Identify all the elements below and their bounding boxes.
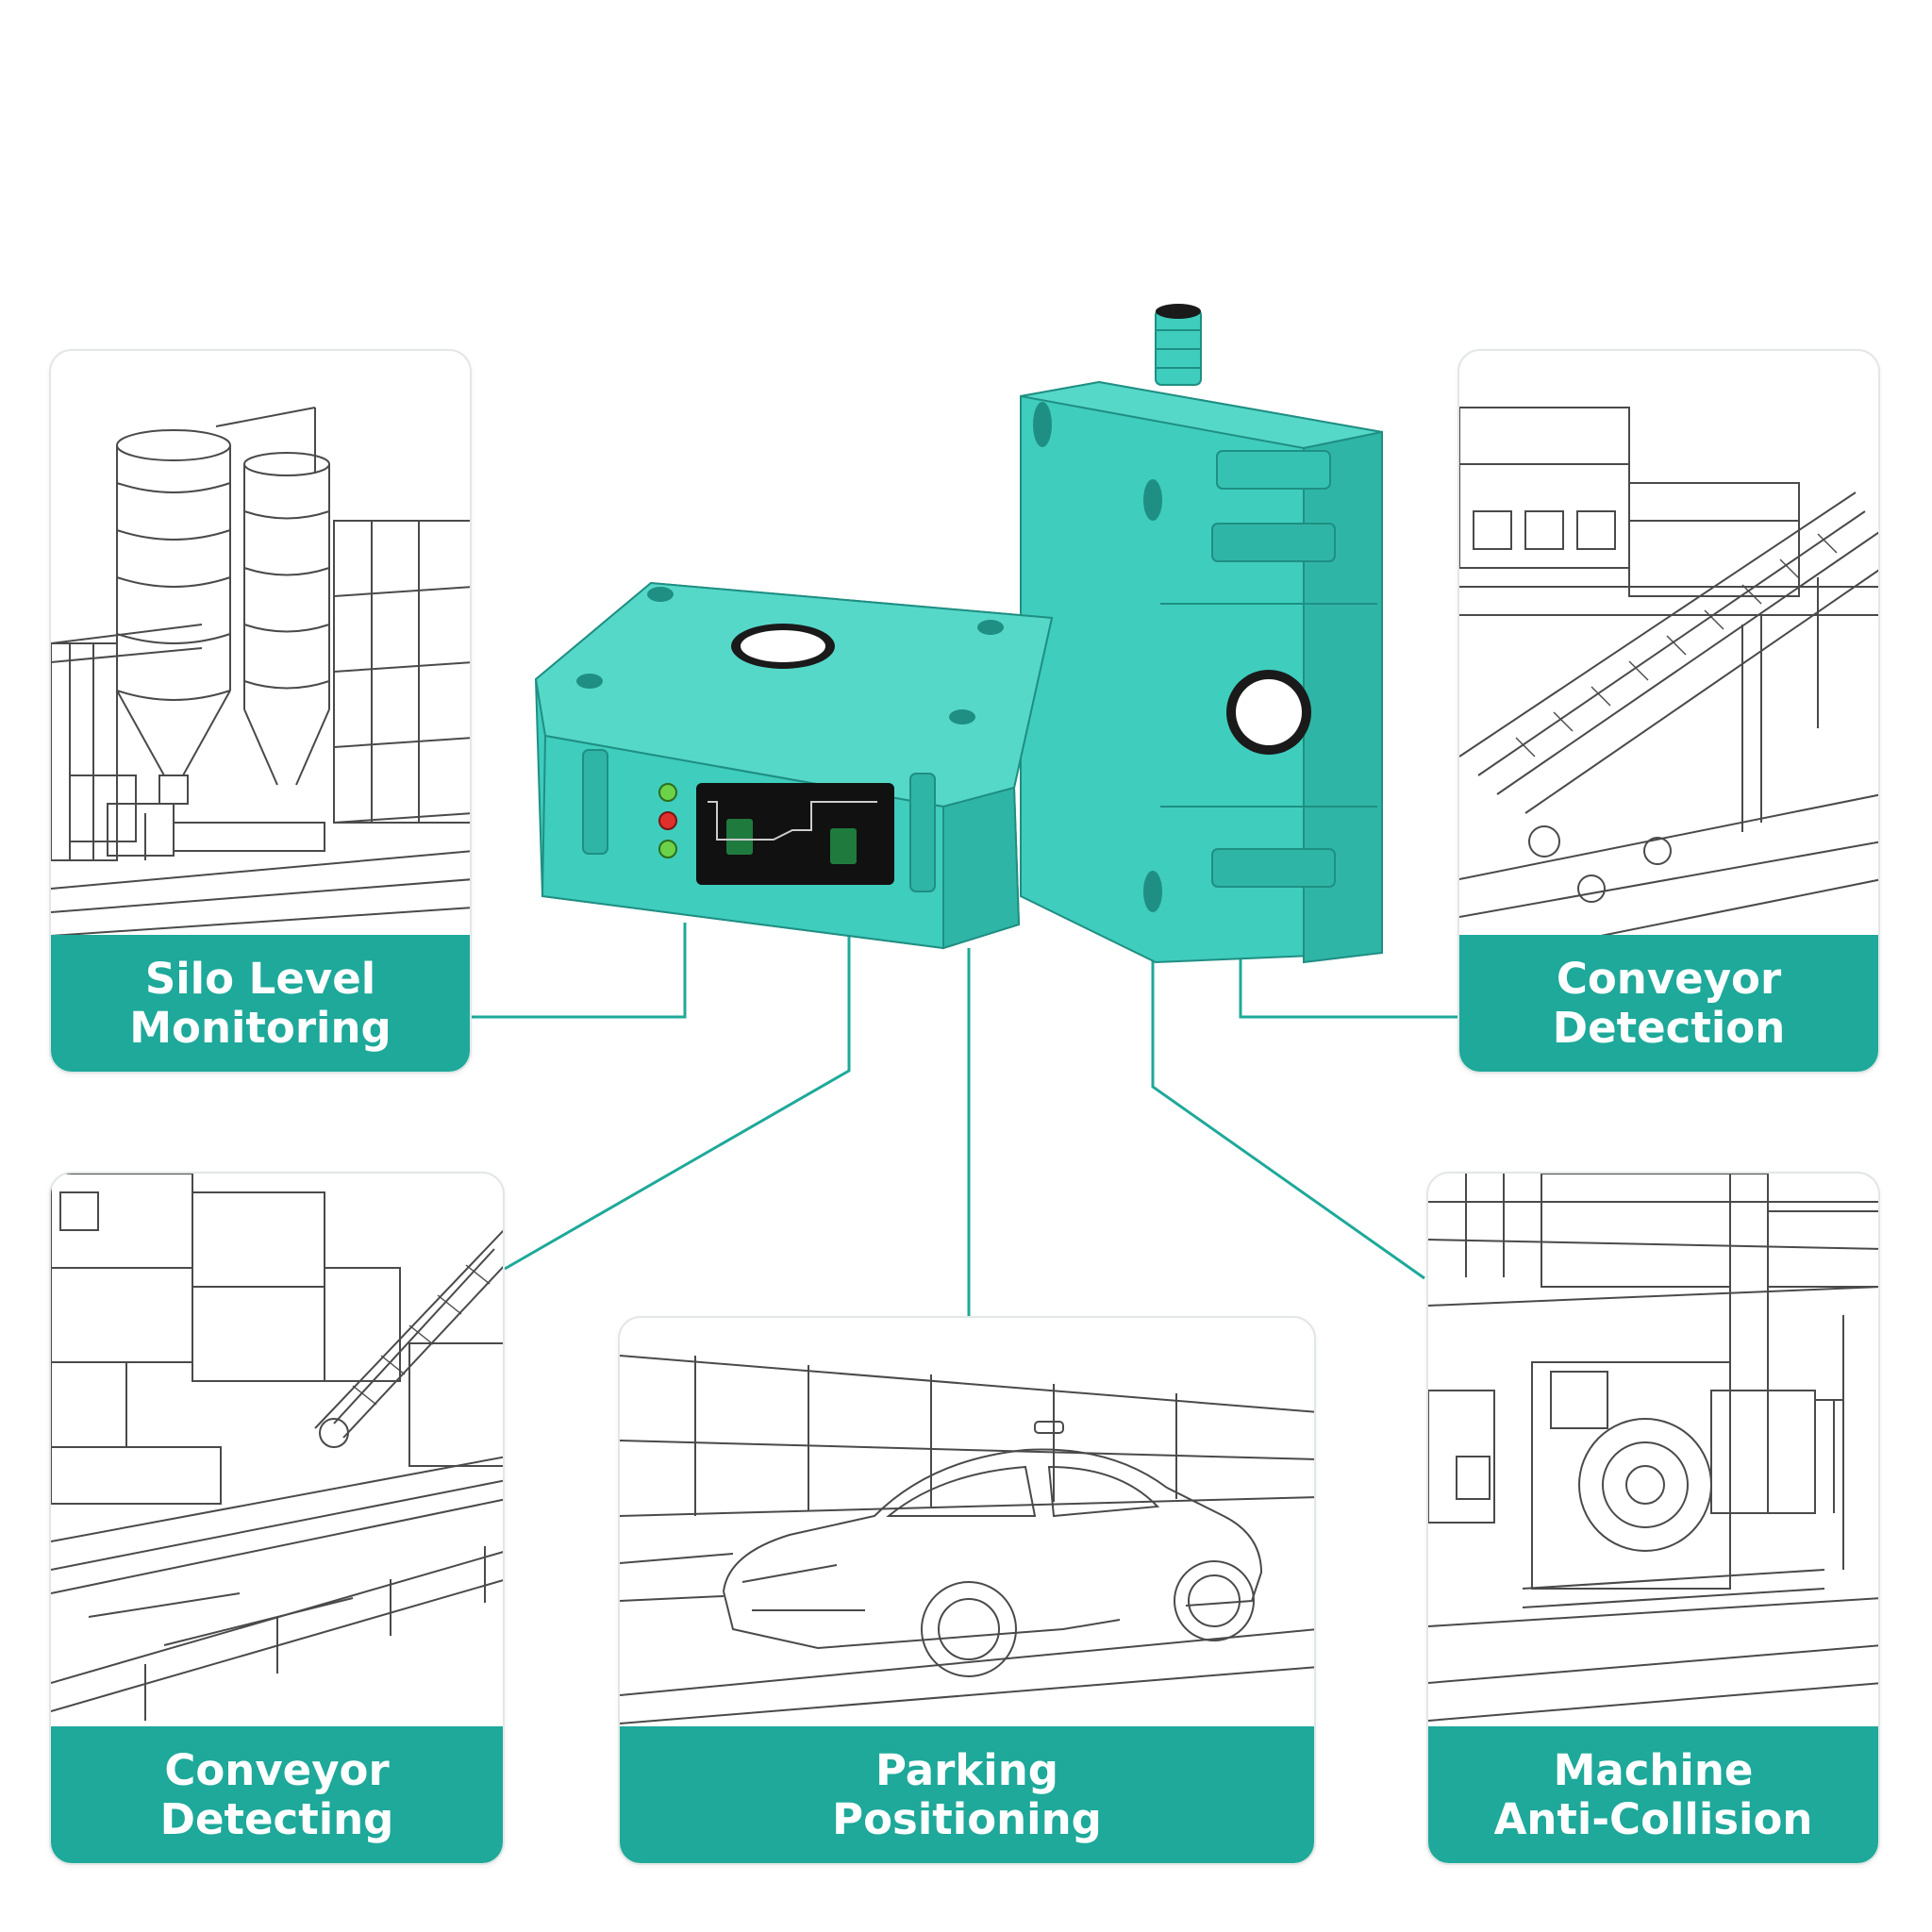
card-machine-anti-collision: Machine Anti-Collision (1426, 1172, 1880, 1865)
label-line2: Monitoring (129, 1002, 391, 1053)
banner-machine-anti-collision: Machine Anti-Collision (1428, 1726, 1878, 1863)
factory-conveyor-sketch-icon (51, 1174, 503, 1721)
connector-silo (472, 923, 687, 1019)
label-line1: Conveyor (164, 1744, 390, 1795)
banner-silo-level-monitoring: Silo Level Monitoring (51, 935, 470, 1072)
silo-sketch-icon (51, 407, 470, 936)
card-silo-level-monitoring: Silo Level Monitoring (49, 349, 472, 1074)
card-conveyor-detection: Conveyor Detection (1457, 349, 1880, 1074)
label-line1: Parking (875, 1744, 1058, 1795)
led-green-bottom (658, 840, 677, 858)
status-display (696, 783, 894, 885)
label-line1: Machine (1553, 1744, 1754, 1795)
label-line2: Detecting (159, 1793, 394, 1844)
flat-sensor (534, 581, 1054, 950)
connector-machine (1151, 953, 1425, 1280)
label-line1: Conveyor (1556, 953, 1782, 1004)
label-line2: Detection (1552, 1002, 1786, 1053)
upright-sensor (1020, 304, 1383, 964)
banner-conveyor-detecting: Conveyor Detecting (51, 1726, 503, 1863)
machine-sketch-icon (1428, 1174, 1878, 1722)
card-conveyor-detecting: Conveyor Detecting (49, 1172, 505, 1865)
sensor-connector (1155, 308, 1202, 386)
connector-conveyor-detecting (504, 934, 851, 1271)
label-line1: Silo Level (144, 953, 376, 1004)
car-sketch-icon (620, 1355, 1314, 1724)
card-parking-positioning: Parking Positioning (618, 1316, 1316, 1865)
inclined-conveyor-sketch-icon (1459, 407, 1878, 936)
connector-conveyor-detection (1239, 934, 1457, 1019)
led-green-top (658, 783, 677, 802)
banner-parking-positioning: Parking Positioning (620, 1726, 1314, 1863)
banner-conveyor-detection: Conveyor Detection (1459, 935, 1878, 1072)
led-red (658, 811, 677, 830)
label-line2: Positioning (832, 1793, 1102, 1844)
label-line2: Anti-Collision (1493, 1793, 1813, 1844)
